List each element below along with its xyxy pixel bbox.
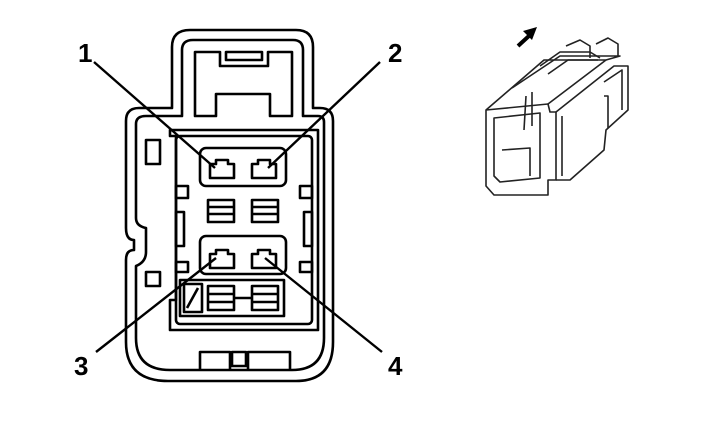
leader-line-2 — [267, 61, 381, 169]
pin-label-2: 2 — [388, 38, 402, 68]
terminal-pin-2 — [250, 158, 278, 180]
leader-line-4 — [264, 257, 383, 353]
rib-right-3 — [298, 260, 314, 274]
pin-label-3: 3 — [74, 351, 88, 381]
housing-outer-outline — [124, 28, 335, 383]
pin-label-4: 4 — [388, 351, 403, 381]
terminal-pin-4 — [250, 248, 278, 270]
lock-square-right — [250, 198, 280, 224]
latch-tab — [224, 50, 264, 62]
bottom-key — [230, 350, 248, 368]
connector-face-view — [124, 28, 335, 383]
terminal-block-lower — [198, 234, 288, 276]
iso-front-face — [485, 103, 557, 196]
bottom-notch — [198, 350, 292, 370]
connector-isometric-view — [485, 37, 629, 196]
leader-line-3 — [95, 257, 217, 353]
key-slot — [182, 282, 204, 314]
bottom-lock-left — [206, 284, 236, 312]
bottom-section-frame — [178, 278, 286, 318]
pin-label-1: 1 — [78, 38, 92, 68]
housing-inner-outline — [134, 38, 326, 372]
lock-square-left — [206, 198, 236, 224]
rib-left-3 — [174, 260, 190, 274]
side-slot-left-upper — [144, 138, 162, 166]
rib-right-1 — [298, 184, 314, 200]
rib-right-2 — [302, 210, 314, 248]
leader-line-1 — [93, 61, 216, 169]
side-slot-left-lower — [144, 270, 162, 288]
terminal-pin-1 — [208, 158, 236, 180]
rib-left-2 — [174, 210, 186, 248]
direction-arrow-icon — [516, 27, 537, 48]
main-cavity — [168, 128, 320, 332]
cavity-inner-frame — [174, 134, 314, 326]
latch-window — [193, 50, 294, 118]
terminal-block-upper — [198, 146, 288, 188]
rib-left-1 — [174, 184, 190, 200]
iso-side-face — [555, 65, 629, 181]
iso-latch — [539, 51, 601, 75]
leader-lines — [93, 61, 383, 353]
iso-top-face — [485, 59, 607, 111]
bottom-lock-right — [250, 284, 280, 312]
terminal-pin-3 — [208, 248, 236, 270]
